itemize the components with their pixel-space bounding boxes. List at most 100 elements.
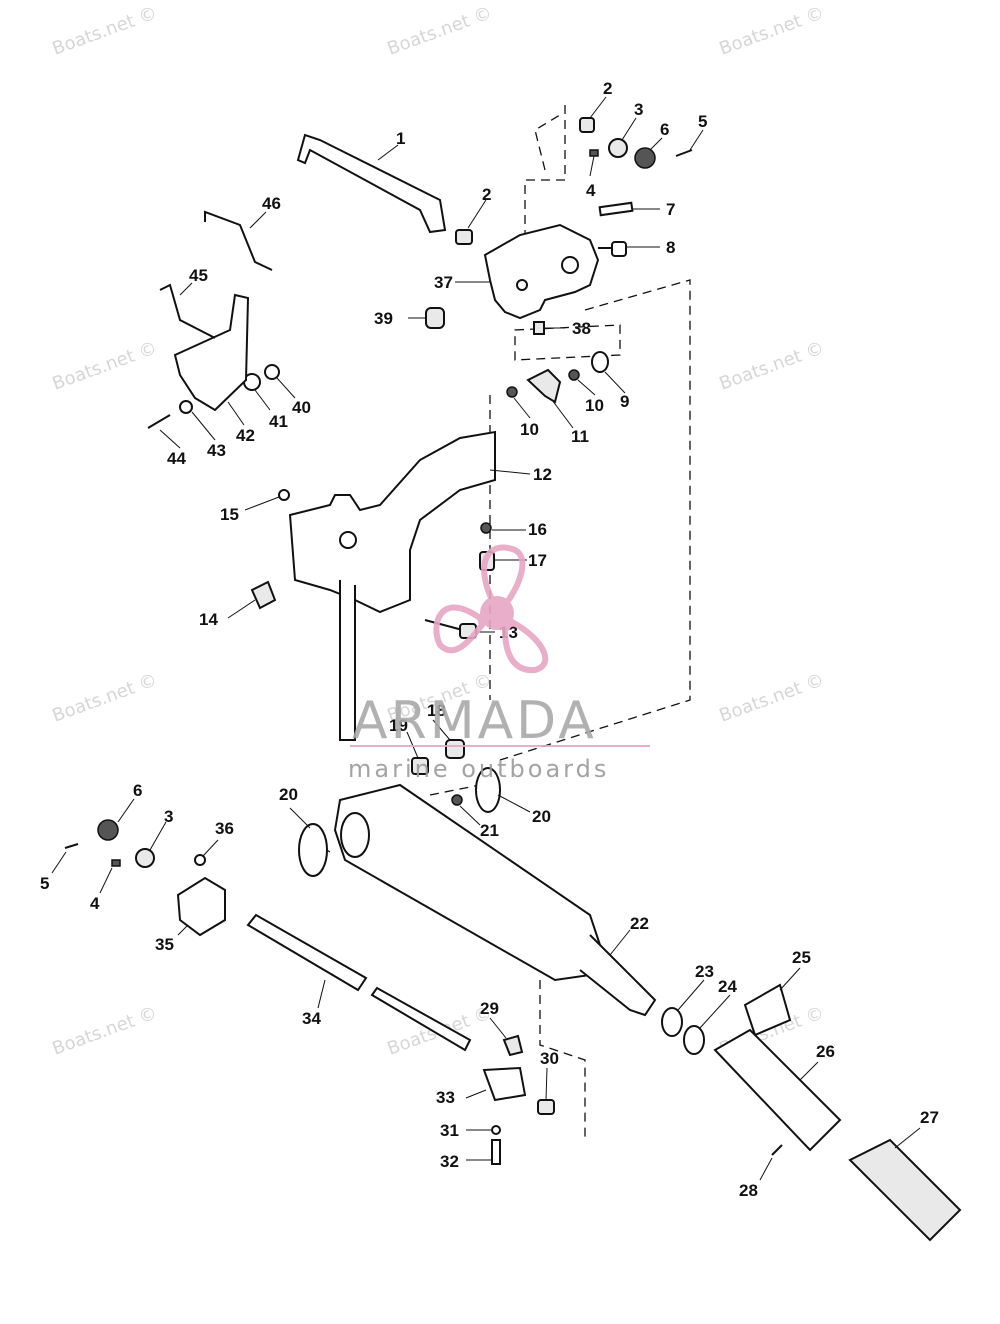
cap-part [194,854,206,866]
watermark-text: Boats.net © [50,1002,160,1059]
handle-grip-part [848,1138,962,1242]
callout-43: 43 [207,441,226,460]
pin-part [771,1144,783,1156]
gear-part [97,819,119,841]
watermark-text: Boats.net © [385,2,495,59]
callout-4: 4 [90,894,100,913]
callout-3: 3 [164,807,173,826]
callout-25: 25 [792,948,811,967]
nut-part [537,1099,555,1115]
nut-part [264,364,280,380]
callout-32: 32 [440,1152,459,1171]
tiller-arm-part [333,783,657,1017]
callout-18: 18 [427,701,446,720]
block-part [176,876,226,937]
spring-part [480,522,492,534]
cap-part [250,580,277,610]
bracket-part [483,223,600,320]
pin-part [64,843,79,849]
watermark-text: Boats.net © [50,2,160,59]
callout-36: 36 [215,819,234,838]
bushing-part [608,138,628,158]
callout-28: 28 [739,1181,758,1200]
bushing-part [135,848,155,868]
callout-4: 4 [586,181,596,200]
grip-tube-part [713,1028,842,1152]
callout-21: 21 [480,821,499,840]
callout-39: 39 [374,309,393,328]
washer-part [278,489,290,501]
washer-part [533,321,545,335]
watermark-text: Boats.net © [50,337,160,394]
callout-41: 41 [269,412,288,431]
wire-clip-part [159,283,216,339]
callout-2: 2 [603,79,612,98]
callout-40: 40 [292,398,311,417]
screw-part [491,1139,501,1165]
callout-23: 23 [695,962,714,981]
callout-8: 8 [666,238,675,257]
callout-9: 9 [620,392,629,411]
callout-22: 22 [630,914,649,933]
nut-part [455,229,473,245]
callout-33: 33 [436,1088,455,1107]
parts-layer [64,117,962,1242]
callout-37: 37 [434,273,453,292]
shift-rod-part [296,133,447,234]
nut-part [411,757,429,775]
watermark-text: Boats.net © [717,669,827,726]
callout-38: 38 [572,319,591,338]
callout-26: 26 [816,1042,835,1061]
callout-42: 42 [236,426,255,445]
thrust-washer-part [475,767,501,813]
armada-logo: ARMADA marine outboards [348,544,650,783]
watermark-text: Boats.net © [717,337,827,394]
callout-27: 27 [920,1108,939,1127]
wire-clip-part [204,210,273,271]
cam-part [526,368,562,404]
plate-part [173,293,250,412]
screw-part [598,241,627,257]
callout-24: 24 [718,977,737,996]
callout-30: 30 [540,1049,559,1068]
clip-part [591,351,609,373]
brand-title: ARMADA [352,691,597,751]
callout-10: 10 [520,420,539,439]
callout-10: 10 [585,396,604,415]
callout-6: 6 [660,120,669,139]
pin-part [675,149,693,157]
o-ring-part [661,1007,683,1037]
callout-20: 20 [532,807,551,826]
callout-17: 17 [528,551,547,570]
pin-part [598,201,634,217]
callout-45: 45 [189,266,208,285]
callout-44: 44 [167,449,186,468]
bushing-part [445,739,465,759]
watermark-text: Boats.net © [50,669,160,726]
bolt-part [424,619,477,639]
callout-6: 6 [133,781,142,800]
set-screw-part [111,859,121,867]
screw-head-part [425,307,445,329]
gear-part [634,147,656,169]
callout-2: 2 [482,185,491,204]
callout-46: 46 [262,194,281,213]
propeller-logo-icon [433,544,549,674]
callout-29: 29 [480,999,499,1018]
brand-divider [350,745,650,747]
sleeve-part [743,983,792,1037]
shaft-part [370,986,472,1052]
callout-7: 7 [666,200,675,219]
callout-1: 1 [396,129,405,148]
o-ring-part [683,1025,705,1055]
callout-labels: 1 2 2 3 3 4 4 5 5 6 6 7 8 9 10 10 11 12 … [40,79,939,1200]
brand-subtitle: marine outboards [348,755,609,783]
spring-clip-part [568,369,580,381]
wedge-part [502,1034,524,1057]
watermark-text: Boats.net © [717,2,827,59]
shaft-part [246,913,368,992]
callout-12: 12 [533,465,552,484]
nut-part [579,117,595,133]
callout-31: 31 [440,1121,459,1140]
